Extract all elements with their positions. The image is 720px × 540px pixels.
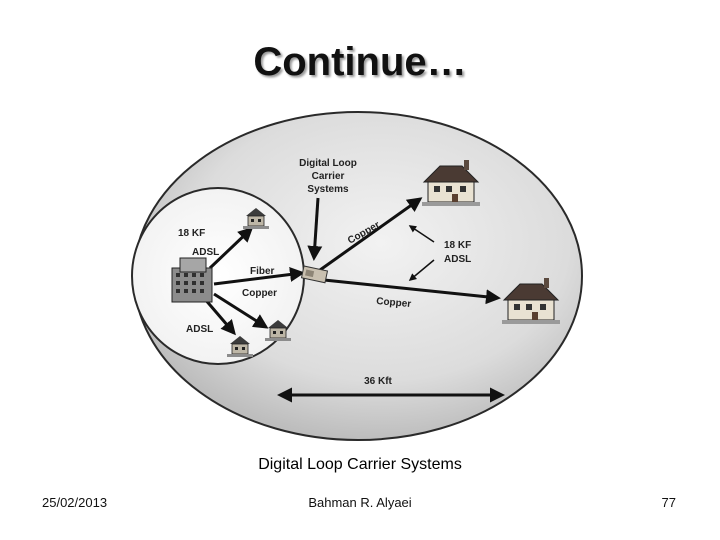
dlc-label-line2: Carrier — [312, 171, 345, 182]
arrow-icon — [213, 292, 269, 329]
page-number: 77 — [661, 495, 676, 510]
arrow-icon — [202, 297, 236, 336]
footer-author: Bahman R. Alyaei — [308, 495, 412, 510]
dlc-label-line3: Systems — [307, 184, 349, 195]
label-copper-lower: Copper — [376, 296, 412, 310]
arrow-icon — [323, 278, 501, 305]
label-adsl-outer: ADSL — [444, 254, 471, 265]
label-copper-inner: Copper — [242, 288, 277, 299]
label-fiber: Fiber — [250, 266, 275, 277]
footer-date: 25/02/2013 — [42, 495, 108, 510]
label-18kf-inner: 18 KF — [178, 228, 205, 239]
arrow-icon — [408, 225, 435, 243]
building-icon — [171, 257, 213, 303]
dlc-label-line1: Digital Loop — [299, 158, 357, 169]
figure-caption: Digital Loop Carrier Systems — [258, 456, 462, 473]
label-18kf-outer: 18 KF — [444, 240, 471, 251]
arrow-icon — [319, 197, 423, 272]
label-distance: 36 Kft — [364, 376, 392, 387]
arrow-icon — [307, 197, 323, 261]
dlc-diagram: Digital Loop Carrier Systems 18 KF ADSL … — [131, 111, 583, 441]
slide-title: Continue… — [253, 40, 467, 84]
label-adsl-inner-bottom: ADSL — [186, 324, 213, 335]
dlc-box-icon — [300, 265, 329, 284]
arrow-icon — [213, 267, 305, 286]
arrow-icon — [208, 226, 254, 270]
label-adsl-inner-top: ADSL — [192, 247, 219, 258]
arrow-icon — [408, 259, 435, 281]
